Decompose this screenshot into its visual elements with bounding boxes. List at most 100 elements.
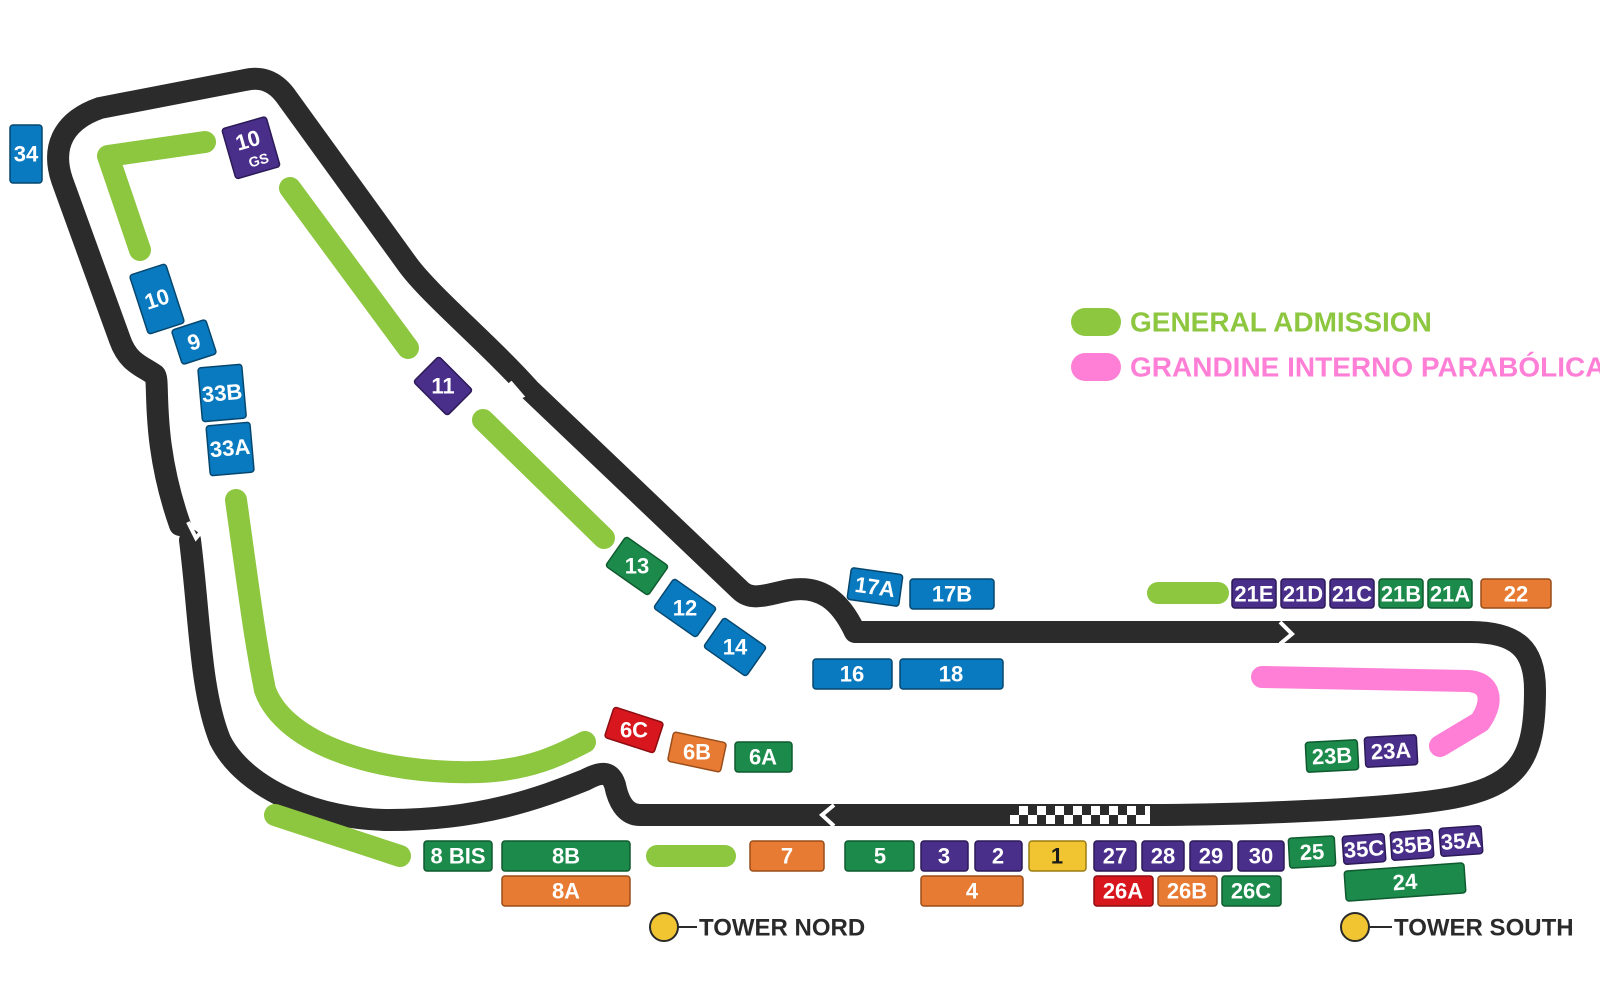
stand-21a[interactable]: 21A [1427, 578, 1473, 609]
stand-8a[interactable]: 8A [501, 875, 631, 907]
svg-text:21E: 21E [1234, 582, 1273, 607]
stand-3[interactable]: 3 [920, 840, 969, 872]
stand-35c[interactable]: 35C [1341, 833, 1387, 865]
legend-swatch-grandine [1071, 353, 1121, 381]
stand-18[interactable]: 18 [899, 658, 1004, 690]
stand-26b[interactable]: 26B [1157, 875, 1218, 907]
start-finish-line [1010, 806, 1150, 824]
svg-text:12: 12 [673, 596, 697, 621]
legend-swatch-general-admission [1071, 308, 1121, 336]
stand-5[interactable]: 5 [844, 840, 915, 872]
stand-6b[interactable]: 6B [667, 731, 727, 773]
stand-9[interactable]: 9 [171, 319, 217, 365]
stand-35b[interactable]: 35B [1389, 829, 1435, 861]
stand-23a[interactable]: 23A [1363, 734, 1419, 768]
track-chevron [818, 803, 836, 828]
track-chevron [507, 380, 526, 404]
svg-text:21C: 21C [1332, 582, 1372, 607]
stand-33b[interactable]: 33B [197, 363, 247, 423]
stand-8b[interactable]: 8B [501, 840, 631, 872]
stand-10gs[interactable]: 10 GS [221, 116, 281, 180]
stand-22[interactable]: 22 [1480, 578, 1552, 609]
general-admission-areas [97, 131, 1229, 867]
svg-text:21B: 21B [1381, 582, 1421, 607]
stand-21e[interactable]: 21E [1231, 578, 1277, 609]
svg-text:14: 14 [723, 635, 748, 660]
tower-south[interactable]: TOWER SOUTH [1340, 912, 1574, 942]
stand-21c[interactable]: 21C [1329, 578, 1375, 609]
svg-text:35B: 35B [1391, 831, 1433, 859]
svg-text:3: 3 [938, 844, 950, 869]
stand-16[interactable]: 16 [812, 658, 893, 690]
stand-12[interactable]: 12 [653, 578, 717, 638]
stand-8bis[interactable]: 8 BIS [423, 840, 493, 872]
track-chevron [186, 521, 208, 542]
stand-27[interactable]: 27 [1093, 840, 1137, 872]
stand-1[interactable]: 1 [1028, 840, 1087, 872]
stand-17b[interactable]: 17B [909, 578, 995, 610]
tower-nord[interactable]: TOWER NORD [649, 912, 865, 942]
svg-text:5: 5 [874, 844, 886, 869]
stand-33a[interactable]: 33A [205, 421, 255, 477]
svg-text:18: 18 [939, 662, 963, 687]
svg-text:29: 29 [1199, 844, 1223, 869]
stand-11[interactable]: 11 [413, 356, 473, 416]
stand-30[interactable]: 30 [1237, 840, 1285, 872]
stand-2[interactable]: 2 [974, 840, 1023, 872]
svg-text:27: 27 [1103, 844, 1127, 869]
svg-text:13: 13 [625, 554, 649, 579]
stand-23b[interactable]: 23B [1304, 739, 1360, 773]
svg-text:22: 22 [1504, 582, 1528, 607]
svg-text:1: 1 [1051, 844, 1063, 869]
stand-35a[interactable]: 35A [1438, 825, 1484, 857]
svg-text:8B: 8B [552, 844, 580, 869]
svg-text:4: 4 [966, 879, 979, 904]
svg-text:26C: 26C [1231, 879, 1271, 904]
stand-13[interactable]: 13 [605, 536, 669, 596]
svg-text:2: 2 [992, 844, 1004, 869]
tower-south-marker [1340, 912, 1370, 942]
svg-text:21D: 21D [1283, 582, 1323, 607]
svg-text:24: 24 [1392, 869, 1419, 896]
stand-21d[interactable]: 21D [1280, 578, 1326, 609]
svg-text:23A: 23A [1370, 737, 1412, 764]
svg-text:30: 30 [1249, 844, 1273, 869]
stand-6c[interactable]: 6C [604, 706, 664, 754]
svg-text:34: 34 [14, 142, 39, 167]
legend-label-grandine: GRANDINE INTERNO PARABÓLICA [1130, 352, 1600, 383]
stand-4[interactable]: 4 [920, 875, 1024, 907]
stand-10[interactable]: 10 [129, 263, 185, 335]
svg-text:7: 7 [781, 844, 793, 869]
stand-14[interactable]: 14 [703, 617, 767, 677]
stand-17a[interactable]: 17A [846, 567, 904, 607]
stand-28[interactable]: 28 [1141, 840, 1185, 872]
grandine-area [1251, 666, 1500, 757]
svg-text:6C: 6C [620, 718, 648, 743]
svg-text:33A: 33A [209, 434, 251, 462]
svg-text:35C: 35C [1343, 835, 1385, 863]
svg-text:11: 11 [431, 374, 454, 399]
stand-34[interactable]: 34 [9, 124, 43, 184]
svg-text:6B: 6B [683, 740, 711, 765]
svg-text:35A: 35A [1440, 827, 1482, 855]
stand-6a[interactable]: 6A [734, 741, 793, 773]
stand-25[interactable]: 25 [1287, 835, 1337, 869]
svg-text:GS: GS [247, 150, 271, 171]
stand-29[interactable]: 29 [1189, 840, 1233, 872]
stand-7[interactable]: 7 [749, 840, 825, 872]
race-track [47, 67, 1546, 831]
tower-south-label: TOWER SOUTH [1394, 915, 1574, 942]
stand-26c[interactable]: 26C [1221, 875, 1282, 907]
track-chevron [1278, 620, 1295, 646]
svg-text:33B: 33B [201, 379, 243, 407]
svg-text:16: 16 [840, 662, 864, 687]
svg-text:21A: 21A [1430, 582, 1470, 607]
stand-26a[interactable]: 26A [1093, 875, 1154, 907]
svg-text:25: 25 [1299, 839, 1325, 865]
tower-nord-marker [649, 912, 679, 942]
stand-24[interactable]: 24 [1343, 862, 1467, 902]
stand-21b[interactable]: 21B [1378, 578, 1424, 609]
svg-text:8A: 8A [552, 879, 580, 904]
legend-label-general-admission: GENERAL ADMISSION [1130, 307, 1432, 338]
